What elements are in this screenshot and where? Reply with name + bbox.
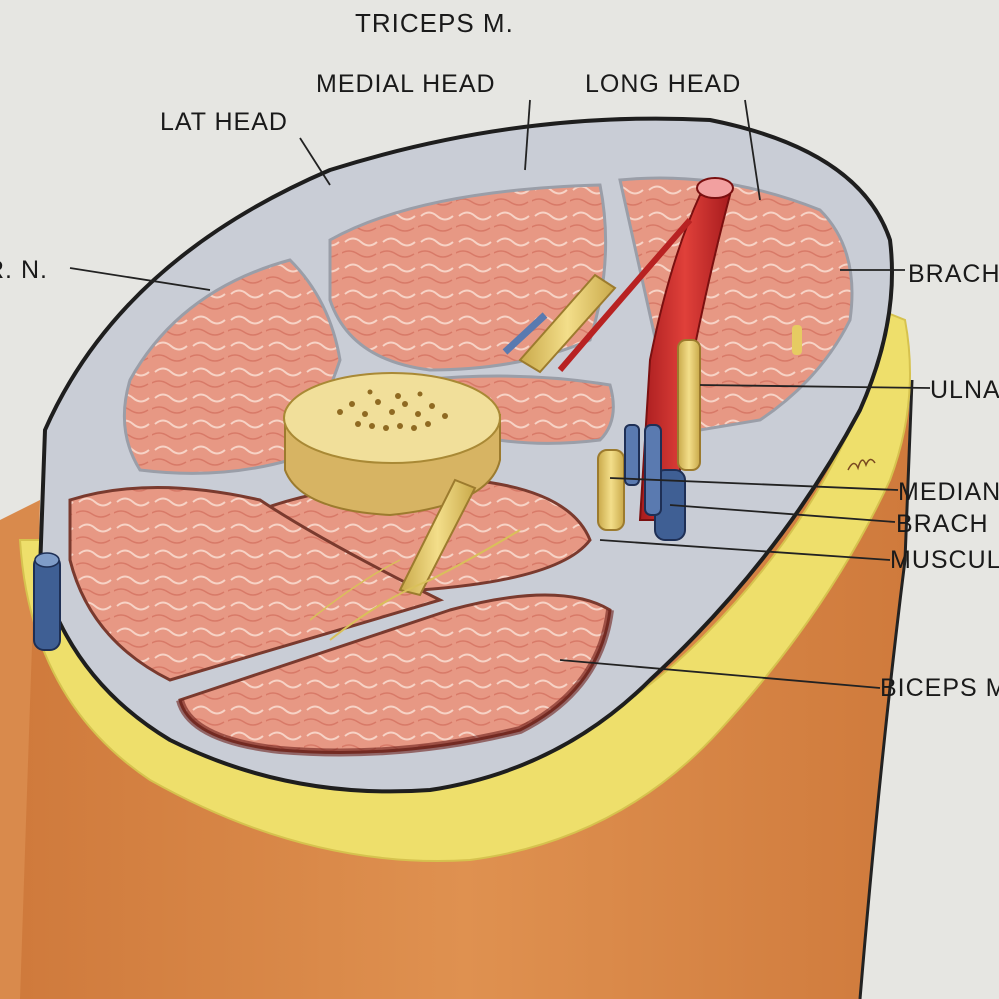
label-median-nerve: MEDIAN [898,478,999,506]
median-nerve [597,449,625,531]
label-ulnar-nerve: ULNA [930,376,999,404]
radial-nerve [518,273,617,374]
ulnar-nerve [677,339,701,471]
label-musculocutaneous-nerve: MUSCUL [890,546,999,574]
musculocutaneous-nerve [398,478,477,597]
leader-lines [69,99,931,689]
neurovascular-bundle [33,177,802,651]
cephalic-vein [33,554,61,651]
biceps-muscle-upper [68,486,445,682]
label-lat-head: LAT HEAD [160,108,288,136]
label-radial-nerve: R. N. [0,256,48,284]
artist-signature [847,458,876,471]
label-brachial-vein: BRACH [908,260,999,288]
muscle-compartments [68,176,854,757]
label-long-head: LONG HEAD [585,70,742,98]
label-medial-head: MEDIAL HEAD [316,70,496,98]
humerus-bone [283,372,501,517]
label-biceps: BICEPS M [880,674,999,702]
label-brachial-artery: BRACH [896,510,989,538]
label-triceps: TRICEPS M. [355,8,514,38]
